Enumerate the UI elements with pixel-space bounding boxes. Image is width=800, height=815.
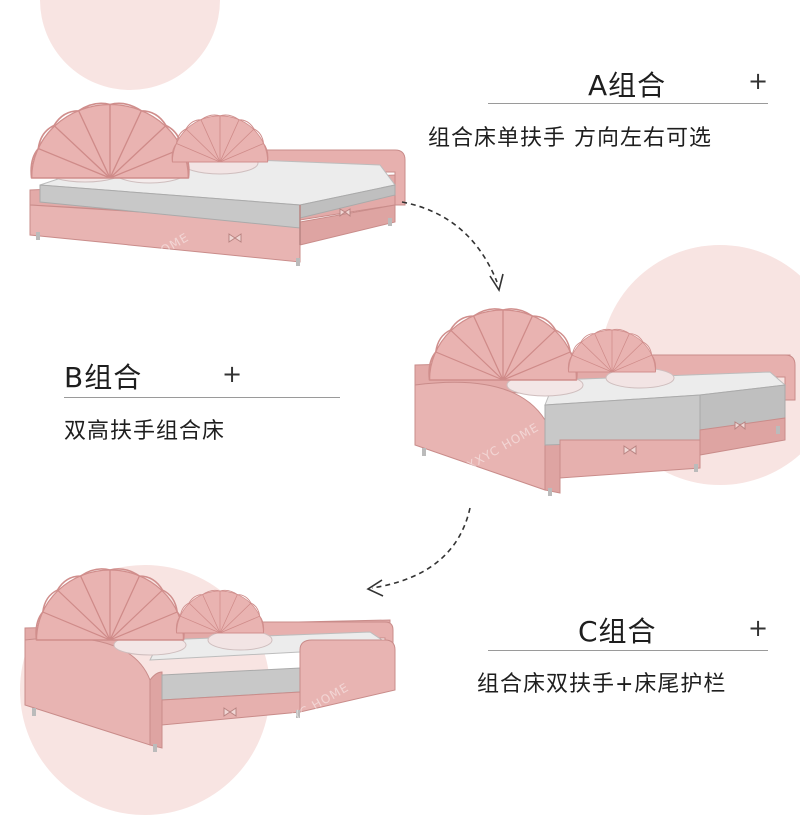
svg-text:XXYC HOME: XXYC HOME — [425, 10, 502, 62]
bed-c-illustration — [24, 568, 396, 752]
dashed-curved-arrow-icon — [401, 201, 504, 292]
combo-c-plus-icon: + — [748, 614, 769, 642]
combo-b-plus-icon: + — [222, 360, 243, 388]
combo-c-divider — [488, 650, 768, 651]
combo-c-title: C组合 — [578, 615, 657, 648]
combo-a-description: 组合床单扶手 方向左右可选 — [428, 126, 712, 151]
combo-a-title: A组合 — [588, 69, 667, 102]
bed-a-illustration — [29, 102, 406, 266]
dashed-curved-arrow-icon — [366, 507, 471, 597]
combo-a-plus-icon: + — [748, 67, 769, 95]
combo-b-divider — [64, 397, 340, 398]
svg-text:XXYC HOME: XXYC HOME — [575, 720, 652, 772]
combo-a-divider — [488, 103, 768, 104]
combo-b-description: 双高扶手组合床 — [64, 419, 226, 444]
combo-b-title: B组合 — [64, 361, 143, 394]
bed-b-illustration — [414, 308, 796, 496]
combo-c-description: 组合床双扶手+床尾护栏 — [477, 672, 727, 697]
